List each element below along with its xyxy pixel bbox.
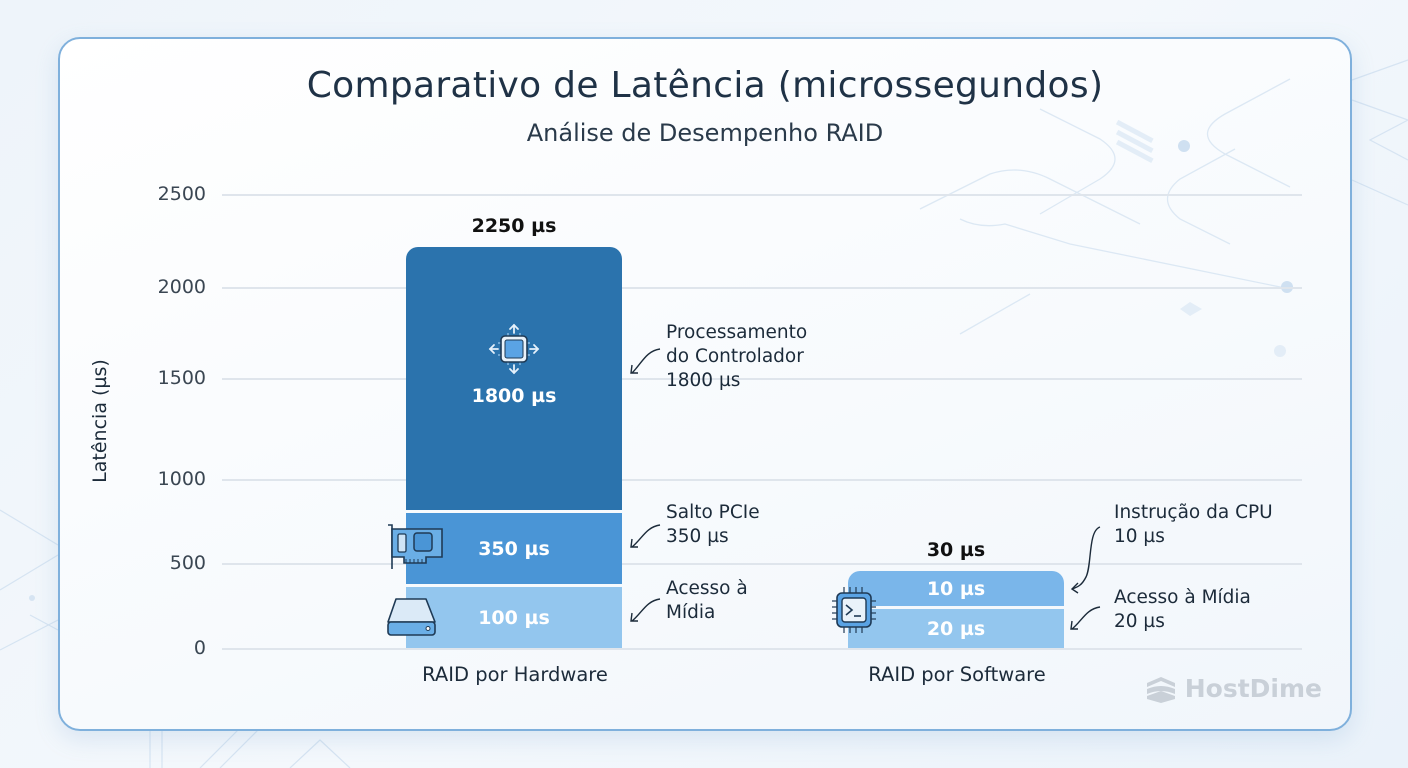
hardware-total-label: 2250 µs bbox=[471, 215, 557, 237]
arrow-controller bbox=[630, 348, 661, 374]
y-tick: 1000 bbox=[157, 468, 206, 490]
gridline bbox=[222, 287, 1302, 289]
controller-segment: 1800 µs bbox=[406, 247, 622, 510]
arrow-media-sw bbox=[1070, 606, 1101, 630]
media-segment-sw: 20 µs bbox=[848, 609, 1064, 648]
pcie-value: 350 µs bbox=[478, 537, 550, 560]
chart-card: Comparativo de Latência (microssegundos)… bbox=[58, 37, 1352, 731]
controller-value: 1800 µs bbox=[471, 385, 557, 407]
y-tick: 2500 bbox=[157, 183, 206, 205]
y-tick: 0 bbox=[193, 637, 206, 659]
gridline bbox=[222, 563, 1302, 565]
cpu-terminal-icon bbox=[832, 587, 876, 633]
hostdime-logo: HostDime bbox=[1143, 674, 1322, 703]
chart-title: Comparativo de Latência (microssegundos) bbox=[306, 65, 1104, 106]
media-hw-value: 100 µs bbox=[478, 606, 550, 629]
hostdime-logo-icon bbox=[1146, 676, 1175, 703]
hard-drive-icon bbox=[387, 598, 436, 636]
annotation-media-sw: Acesso à Mídia 20 µs bbox=[1114, 587, 1251, 632]
y-tick: 500 bbox=[169, 552, 206, 574]
cpu-chip-arrows-icon bbox=[488, 323, 540, 375]
gridline bbox=[222, 648, 1302, 650]
logo-text: HostDime bbox=[1184, 674, 1322, 703]
annotation-pcie: Salto PCIe 350 µs bbox=[666, 502, 760, 547]
media-sw-value: 20 µs bbox=[926, 617, 986, 640]
y-axis-label: Latência (µs) bbox=[89, 359, 111, 483]
y-tick: 1500 bbox=[157, 367, 206, 389]
cpu-segment: 10 µs bbox=[848, 571, 1064, 606]
annotation-controller: Processamento do Controlador 1800 µs bbox=[666, 322, 808, 391]
gridline bbox=[222, 378, 1302, 380]
pcie-card-icon bbox=[388, 524, 443, 569]
hardware-bar: 1800 µs 350 µs 100 µs bbox=[406, 247, 622, 648]
category-hardware: RAID por Hardware bbox=[422, 663, 608, 686]
arrow-cpu bbox=[1070, 526, 1101, 594]
gridline bbox=[222, 194, 1302, 196]
chart-subtitle: Análise de Desempenho RAID bbox=[526, 119, 884, 147]
annotation-cpu: Instrução da CPU 10 µs bbox=[1114, 502, 1273, 547]
cpu-value: 10 µs bbox=[926, 577, 986, 600]
annotation-media-hw: Acesso à Mídia bbox=[666, 578, 748, 623]
arrow-media-hw bbox=[630, 598, 661, 622]
category-software: RAID por Software bbox=[868, 663, 1046, 686]
gridline bbox=[222, 479, 1302, 481]
y-tick: 2000 bbox=[157, 276, 206, 298]
software-total-label: 30 µs bbox=[926, 539, 986, 561]
software-bar: 10 µs 20 µs bbox=[848, 571, 1064, 648]
media-segment-hw: 100 µs bbox=[406, 587, 622, 648]
arrow-pcie bbox=[630, 524, 661, 548]
